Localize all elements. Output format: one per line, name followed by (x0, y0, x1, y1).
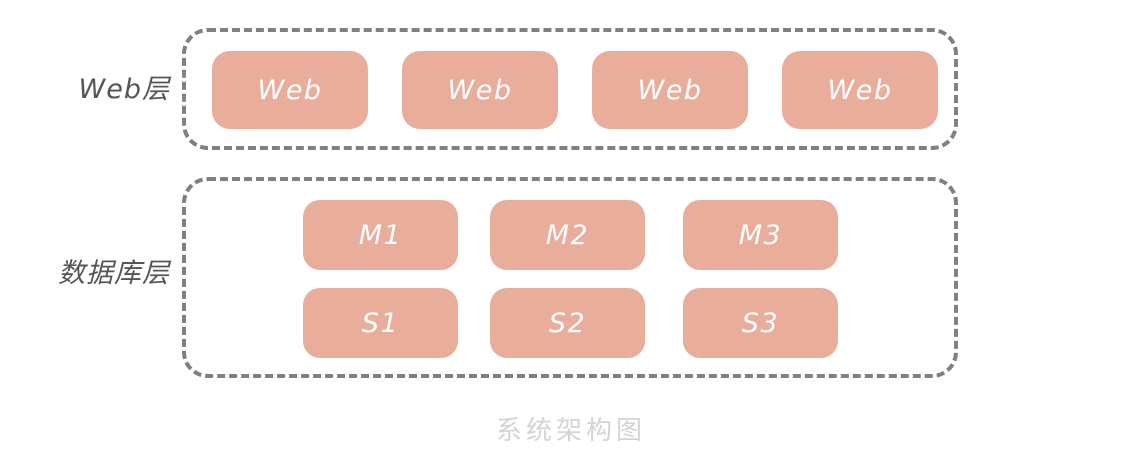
node-master-2[interactable]: M2 (490, 200, 645, 270)
node-slave-3[interactable]: S3 (683, 288, 838, 358)
node-web-4[interactable]: Web (782, 51, 938, 129)
diagram-caption: 系统架构图 (495, 416, 646, 446)
node-master-1[interactable]: M1 (303, 200, 458, 270)
node-web-2[interactable]: Web (402, 51, 558, 129)
node-master-3[interactable]: M3 (683, 200, 838, 270)
tier-group-web (182, 28, 958, 150)
tier-group-database (182, 177, 958, 378)
node-web-1[interactable]: Web (212, 51, 368, 129)
tier-label-database: 数据库层 (58, 258, 170, 289)
node-slave-1[interactable]: S1 (303, 288, 458, 358)
tier-label-web: Web层 (78, 74, 170, 105)
node-slave-2[interactable]: S2 (490, 288, 645, 358)
node-web-3[interactable]: Web (592, 51, 748, 129)
